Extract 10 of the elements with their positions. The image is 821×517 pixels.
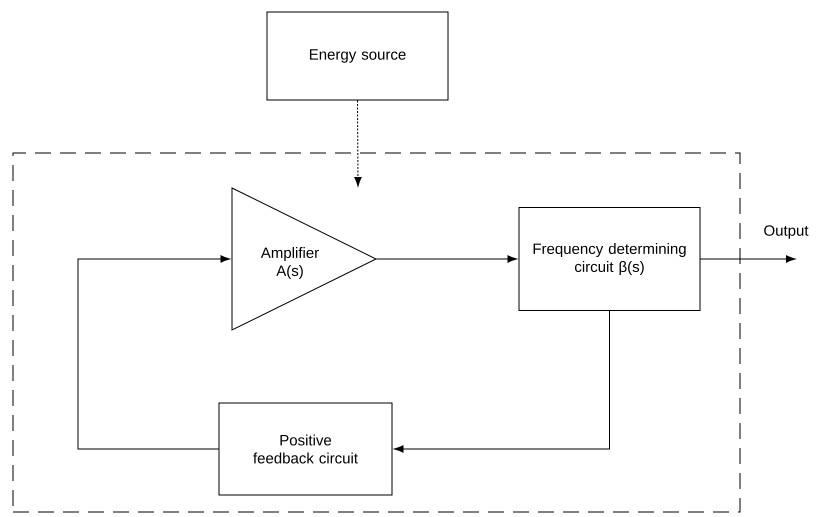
arrow xyxy=(354,100,362,186)
arrow xyxy=(394,310,610,453)
arrow xyxy=(78,255,230,450)
arrow xyxy=(700,255,796,263)
process-box: Frequency determining circuit β(s) xyxy=(518,207,700,311)
edge-label: Output xyxy=(764,225,808,239)
arrow xyxy=(376,255,517,263)
process-box: Energy source xyxy=(266,12,448,100)
system-boundary xyxy=(12,152,740,512)
process-box: Positive feedback circuit xyxy=(218,402,392,496)
